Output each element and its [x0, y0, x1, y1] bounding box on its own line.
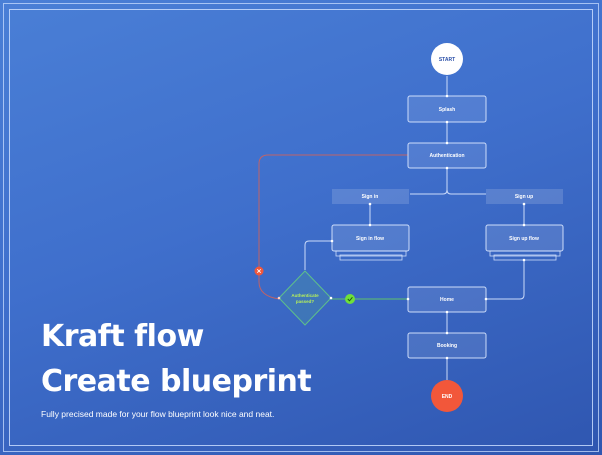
splash-node[interactable]: Splash [407, 95, 487, 123]
connector-dots [277, 94, 526, 360]
svg-text:Authentication: Authentication [430, 153, 465, 159]
hero-title-line1: Kraft flow [41, 319, 204, 354]
sign-up-flow-node[interactable]: Sign up flow [485, 224, 564, 261]
svg-text:passed?: passed? [296, 299, 315, 304]
end-node[interactable]: END [431, 380, 463, 412]
authenticate-decision-node[interactable]: Authenticate passed? [278, 270, 332, 326]
svg-text:Booking: Booking [437, 343, 457, 349]
svg-text:Sign up: Sign up [515, 194, 533, 200]
home-node[interactable]: Home [407, 286, 487, 313]
booking-node[interactable]: Booking [407, 332, 487, 359]
hero-title-line2: Create blueprint [41, 364, 312, 399]
check-icon [345, 294, 355, 304]
connectors [304, 76, 525, 380]
sign-up-node[interactable]: Sign up [486, 189, 563, 204]
authentication-node[interactable]: Authentication [407, 142, 487, 169]
close-icon [254, 266, 264, 276]
svg-text:Home: Home [440, 297, 454, 303]
sign-in-node[interactable]: Sign in [332, 189, 409, 204]
svg-text:END: END [442, 394, 453, 400]
svg-text:Sign in flow: Sign in flow [356, 236, 384, 242]
fail-path [258, 154, 408, 300]
svg-text:Authenticate: Authenticate [291, 293, 319, 298]
start-node[interactable]: START [431, 43, 463, 75]
svg-text:Splash: Splash [439, 107, 455, 113]
hero-subtitle: Fully precised made for your flow bluepr… [41, 409, 275, 419]
svg-text:Sign in: Sign in [362, 194, 379, 200]
svg-text:START: START [439, 57, 455, 63]
svg-text:Sign up flow: Sign up flow [509, 236, 539, 242]
sign-in-flow-node[interactable]: Sign in flow [331, 224, 410, 261]
